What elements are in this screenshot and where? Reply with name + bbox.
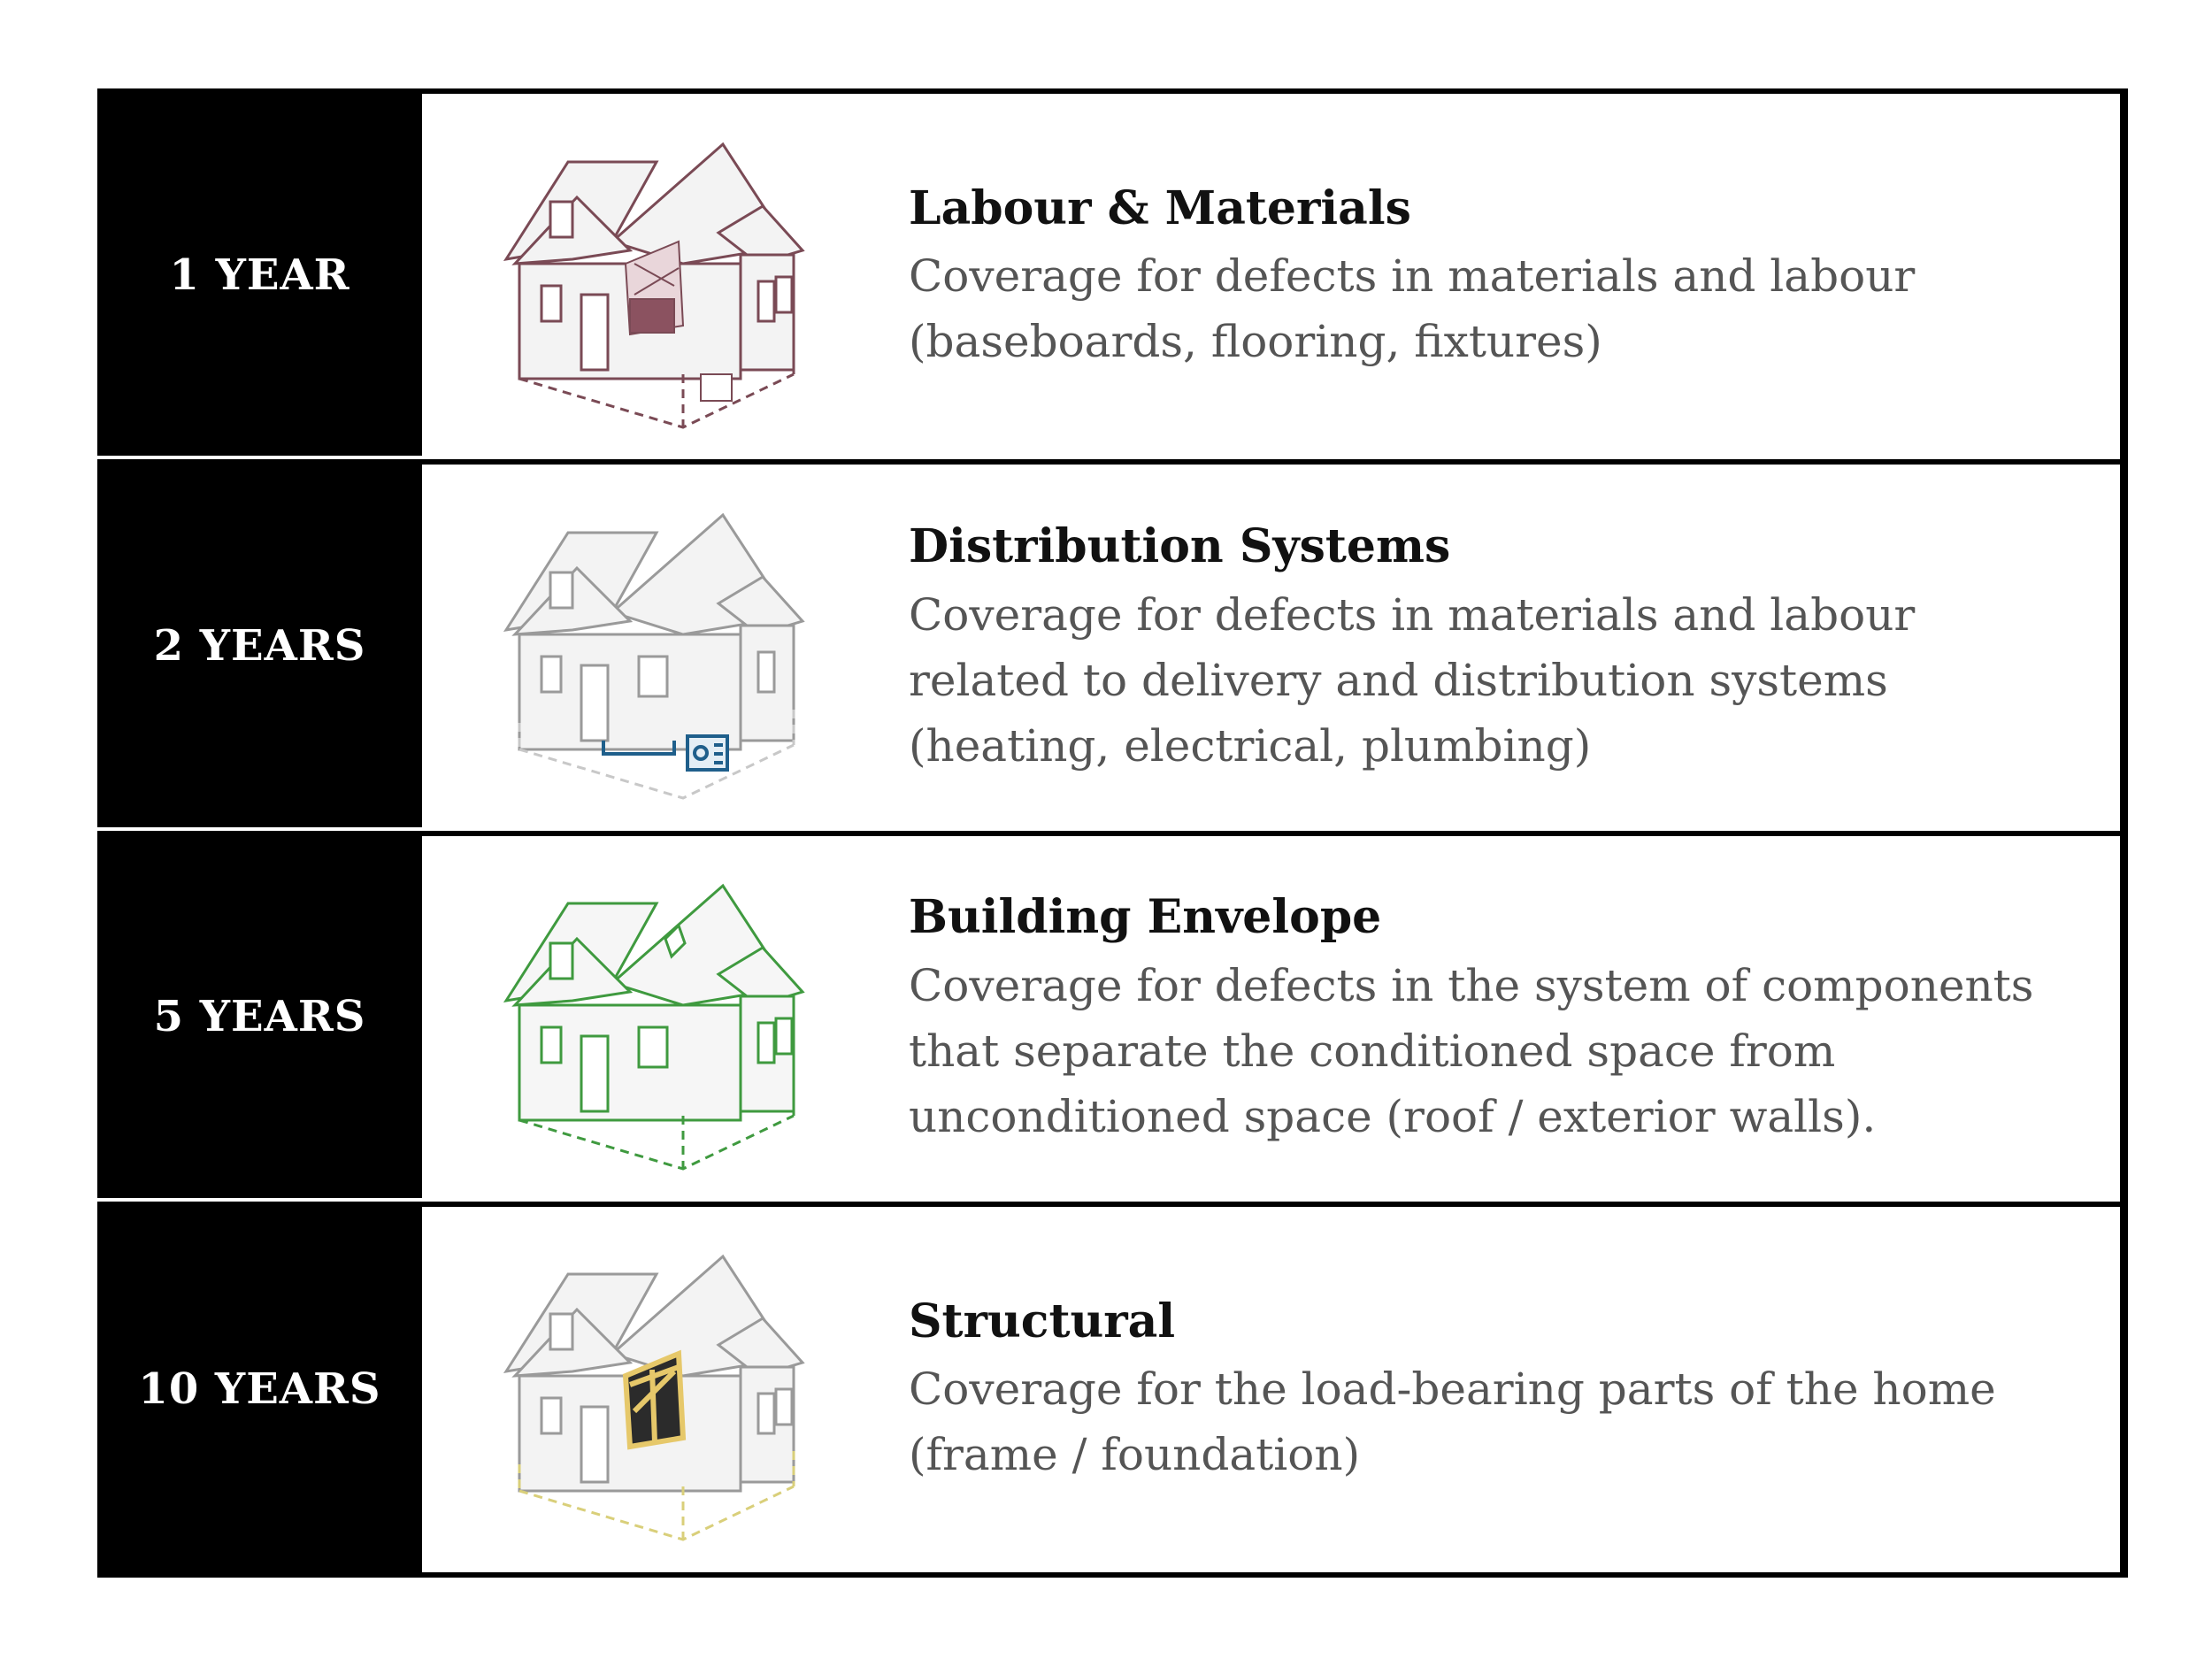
warranty-row: 10 YEARS xyxy=(97,1206,2120,1572)
description-line: (baseboards, flooring, fixtures) xyxy=(909,316,1602,368)
warranty-row: 2 YEARS xyxy=(97,465,2120,836)
description-line: related to delivery and distribution sys… xyxy=(909,654,1888,706)
period-label: 2 YEARS xyxy=(97,465,422,831)
house-icon xyxy=(503,1255,805,1541)
warranty-row: 5 YEARS xyxy=(97,835,2120,1207)
coverage-title: Distribution Systems xyxy=(909,519,1451,574)
coverage-description: Coverage for defects in materials and la… xyxy=(909,582,2085,779)
coverage-title: Structural xyxy=(909,1294,1176,1348)
period-label: 1 YEAR xyxy=(97,94,422,460)
warranty-row: 1 YEAR xyxy=(97,94,2120,465)
house-icon xyxy=(503,142,805,429)
house-icon xyxy=(503,883,805,1171)
coverage-title: Labour & Materials xyxy=(909,180,1411,235)
coverage-text: Distribution Systems Coverage for defect… xyxy=(900,465,2120,830)
description-line: (frame / foundation) xyxy=(909,1429,1361,1481)
description-line: Coverage for defects in materials and la… xyxy=(909,250,1916,303)
description-line: Coverage for defects in the system of co… xyxy=(909,959,2034,1011)
warranty-table: 1 YEAR xyxy=(97,88,2128,1578)
house-illustration xyxy=(422,1207,900,1572)
coverage-description: Coverage for the load-bearing parts of t… xyxy=(909,1356,2085,1487)
description-line: that separate the conditioned space from xyxy=(909,1025,1836,1077)
description-line: unconditioned space (roof / exterior wal… xyxy=(909,1090,1877,1142)
coverage-text: Structural Coverage for the load-bearing… xyxy=(900,1207,2120,1572)
description-line: Coverage for defects in materials and la… xyxy=(909,588,1916,641)
coverage-title: Building Envelope xyxy=(909,890,1382,945)
house-illustration xyxy=(422,836,900,1202)
coverage-text: Labour & Materials Coverage for defects … xyxy=(900,94,2120,459)
period-label: 5 YEARS xyxy=(97,835,422,1202)
description-line: Coverage for the load-bearing parts of t… xyxy=(909,1363,1996,1416)
house-icon xyxy=(503,512,805,800)
description-line: (heating, electrical, plumbing) xyxy=(909,719,1592,772)
coverage-description: Coverage for defects in materials and la… xyxy=(909,243,2085,374)
coverage-text: Building Envelope Coverage for defects i… xyxy=(900,836,2120,1202)
period-label: 10 YEARS xyxy=(97,1206,422,1572)
house-illustration xyxy=(422,94,900,459)
house-illustration xyxy=(422,465,900,830)
coverage-description: Coverage for defects in the system of co… xyxy=(909,953,2085,1149)
